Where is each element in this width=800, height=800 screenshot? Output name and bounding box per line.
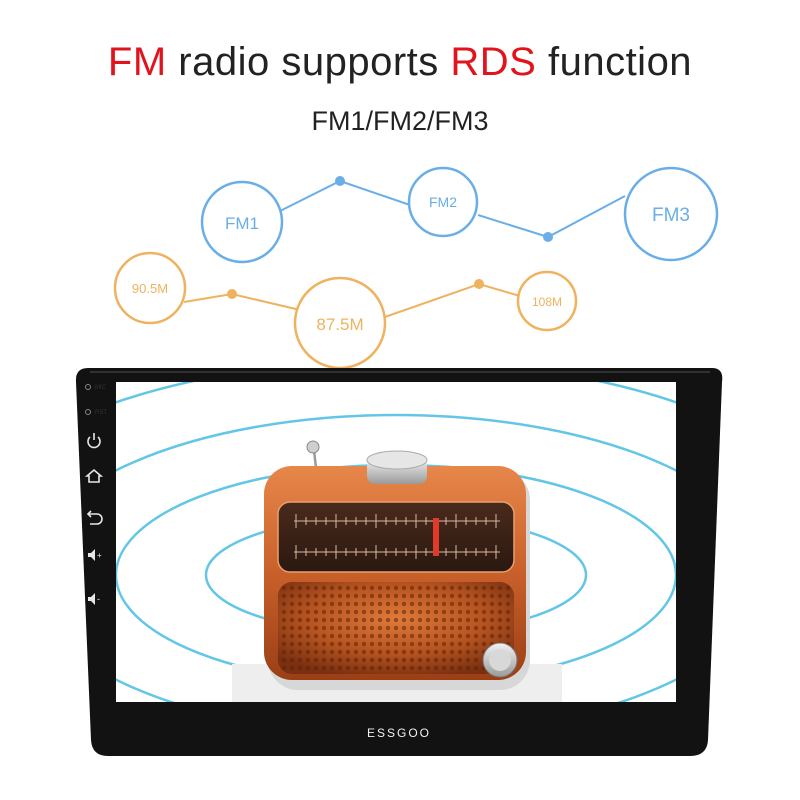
svg-text:+: +: [97, 551, 102, 560]
freq-bubble-90-5: 90.5M: [113, 251, 187, 325]
freq-network: 90.5M 87.5M 108M: [113, 251, 578, 370]
band-node-dot: [335, 176, 345, 186]
rst-label: RST: [95, 410, 107, 416]
reset-hole[interactable]: [85, 409, 91, 415]
subtitle: FM1/FM2/FM3: [311, 106, 489, 136]
brand-logo: ESSGOO: [367, 726, 431, 740]
home-icon[interactable]: [84, 468, 104, 483]
headline-fm: FM: [107, 40, 167, 84]
tuning-dial: [277, 501, 515, 573]
headline-rds: RDS: [450, 40, 537, 84]
band-bubble-fm1: FM1: [200, 180, 284, 264]
band-network: FM1 FM2 FM3: [200, 166, 719, 264]
freq-node-dot: [474, 279, 484, 289]
band-bubble-fm2: FM2: [407, 166, 479, 238]
tuning-needle: [433, 518, 439, 556]
band-label-fm2: FM2: [429, 194, 457, 210]
back-icon[interactable]: [86, 510, 103, 525]
headline-end: function: [536, 40, 693, 84]
headline-mid: radio supports: [166, 40, 451, 84]
band-label-fm1: FM1: [225, 214, 259, 233]
volume-up-icon[interactable]: +: [88, 549, 102, 561]
freq-label-90-5: 90.5M: [132, 281, 168, 296]
freq-node-dot: [227, 289, 237, 299]
volume-down-icon[interactable]: -: [88, 593, 100, 605]
freq-bubble-108: 108M: [516, 270, 578, 332]
freq-label-108: 108M: [532, 295, 562, 309]
headline: FM radio supports RDS function: [0, 40, 800, 85]
svg-text:-: -: [97, 594, 100, 604]
dial-ticks: [294, 514, 500, 559]
band-node-dot: [543, 232, 553, 242]
power-icon[interactable]: [87, 433, 101, 449]
head-unit: MIC RST + - ESSGOO: [75, 368, 723, 756]
side-panel: MIC RST + -: [84, 384, 107, 605]
freq-bubble-87-5: 87.5M: [293, 276, 387, 370]
mic-label: MIC: [95, 385, 107, 391]
freq-label-87-5: 87.5M: [316, 315, 363, 334]
band-label-fm3: FM3: [652, 205, 690, 226]
band-bubble-fm3: FM3: [623, 166, 719, 262]
radio-illustration: [232, 440, 562, 702]
mic-hole: [85, 384, 91, 390]
